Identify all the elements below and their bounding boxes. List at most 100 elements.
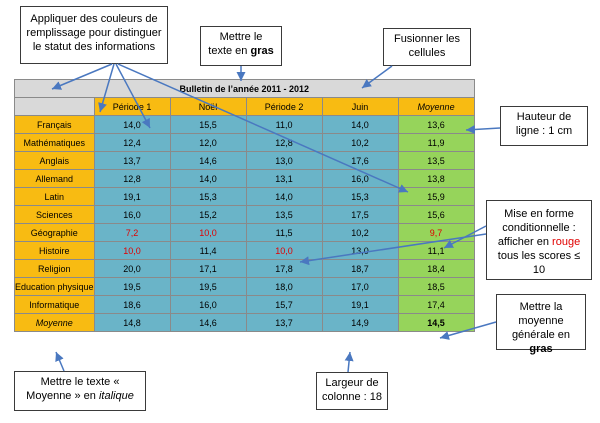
score-cell[interactable]: 13,7 (245, 313, 323, 332)
callout-moyenne-generale-bold: gras (529, 343, 553, 355)
average-cell[interactable]: 17,4 (397, 295, 475, 314)
score-cell[interactable]: 11,5 (245, 223, 323, 242)
column-header[interactable]: Période 2 (245, 97, 323, 116)
score-cell[interactable]: 16,0 (93, 205, 171, 224)
score-cell[interactable]: 15,3 (169, 187, 247, 206)
subject-cell[interactable]: Anglais (14, 151, 95, 170)
score-cell[interactable]: 14,0 (93, 115, 171, 134)
column-header[interactable]: Noël (169, 97, 247, 116)
average-cell[interactable]: 14,5 (397, 313, 475, 332)
score-cell[interactable]: 13,0 (321, 241, 399, 260)
subject-cell[interactable]: Mathématiques (14, 133, 95, 152)
average-cell[interactable]: 9,7 (397, 223, 475, 242)
score-cell[interactable]: 17,0 (321, 277, 399, 296)
arrow-italique (55, 351, 65, 372)
average-cell[interactable]: 18,4 (397, 259, 475, 278)
score-cell[interactable]: 12,8 (93, 169, 171, 188)
score-cell[interactable]: 10,2 (321, 223, 399, 242)
score-cell[interactable]: 14,8 (93, 313, 171, 332)
average-cell[interactable]: 15,6 (397, 205, 475, 224)
subject-cell[interactable]: Education physique (14, 277, 95, 296)
score-cell[interactable]: 18,7 (321, 259, 399, 278)
score-cell[interactable]: 7,2 (93, 223, 171, 242)
score-cell[interactable]: 10,0 (245, 241, 323, 260)
callout-moyenne-generale-text: Mettre la moyenne générale en (511, 301, 571, 341)
score-cell[interactable]: 14,9 (321, 313, 399, 332)
score-cell[interactable]: 15,7 (245, 295, 323, 314)
score-cell[interactable]: 14,0 (321, 115, 399, 134)
subject-cell[interactable]: Français (14, 115, 95, 134)
average-cell[interactable]: 13,6 (397, 115, 475, 134)
average-cell[interactable]: 13,5 (397, 151, 475, 170)
score-cell[interactable]: 16,0 (321, 169, 399, 188)
subject-cell[interactable]: Latin (14, 187, 95, 206)
score-cell[interactable]: 13,5 (245, 205, 323, 224)
table-title[interactable]: Bulletin de l’année 2011 - 2012 (14, 79, 475, 98)
subject-cell[interactable]: Géographie (14, 223, 95, 242)
score-cell[interactable]: 11,0 (245, 115, 323, 134)
score-cell[interactable]: 14,6 (169, 313, 247, 332)
arrow-largeur (344, 351, 354, 373)
score-cell[interactable]: 18,0 (245, 277, 323, 296)
score-cell[interactable]: 17,8 (245, 259, 323, 278)
score-cell[interactable]: 20,0 (93, 259, 171, 278)
subject-cell[interactable]: Histoire (14, 241, 95, 260)
average-cell[interactable]: 11,1 (397, 241, 475, 260)
subject-cell[interactable]: Moyenne (14, 313, 95, 332)
score-cell[interactable]: 13,7 (93, 151, 171, 170)
score-cell[interactable]: 13,1 (245, 169, 323, 188)
score-cell[interactable]: 19,1 (321, 295, 399, 314)
score-cell[interactable]: 13,0 (245, 151, 323, 170)
average-cell[interactable]: 15,9 (397, 187, 475, 206)
score-cell[interactable]: 15,5 (169, 115, 247, 134)
score-cell[interactable]: 18,6 (93, 295, 171, 314)
callout-largeur-text: Largeur de colonne : 18 (322, 377, 382, 403)
callout-fusionner-text: Fusionner les cellules (393, 33, 461, 59)
score-cell[interactable]: 10,2 (321, 133, 399, 152)
column-header[interactable]: Juin (321, 97, 399, 116)
score-cell[interactable]: 11,4 (169, 241, 247, 260)
score-cell[interactable]: 17,5 (321, 205, 399, 224)
score-cell[interactable]: 12,8 (245, 133, 323, 152)
average-cell[interactable]: 18,5 (397, 277, 475, 296)
column-header[interactable]: Période 1 (93, 97, 171, 116)
callout-couleurs-text: Appliquer des couleurs de remplissage po… (26, 13, 162, 53)
callout-largeur: Largeur de colonne : 18 (316, 372, 388, 410)
subject-cell[interactable]: Sciences (14, 205, 95, 224)
callout-moyenne-generale: Mettre la moyenne générale en gras (496, 294, 586, 355)
callout-gras: Mettre le texte en gras (200, 26, 282, 66)
callout-gras-bold: gras (250, 45, 274, 57)
score-cell[interactable]: 10,0 (93, 241, 171, 260)
callout-gras-line2: texte en (208, 45, 248, 57)
score-cell[interactable]: 14,0 (169, 169, 247, 188)
score-cell[interactable]: 19,5 (169, 277, 247, 296)
subject-cell[interactable]: Informatique (14, 295, 95, 314)
callout-mise-en-forme-text1: Mise en forme conditionnelle : afficher … (497, 208, 576, 248)
score-cell[interactable]: 12,4 (93, 133, 171, 152)
score-cell[interactable]: 15,3 (321, 187, 399, 206)
score-cell[interactable]: 14,0 (245, 187, 323, 206)
score-cell[interactable]: 10,0 (169, 223, 247, 242)
score-cell[interactable]: 12,0 (169, 133, 247, 152)
callout-couleurs: Appliquer des couleurs de remplissage po… (20, 6, 168, 64)
column-header[interactable]: Moyenne (397, 97, 475, 116)
subject-cell[interactable]: Allemand (14, 169, 95, 188)
subject-cell[interactable]: Religion (14, 259, 95, 278)
score-cell[interactable]: 14,6 (169, 151, 247, 170)
score-cell[interactable]: 16,0 (169, 295, 247, 314)
corner-cell[interactable] (14, 97, 95, 116)
score-cell[interactable]: 15,2 (169, 205, 247, 224)
callout-hauteur: Hauteur de ligne : 1 cm (500, 106, 588, 146)
score-cell[interactable]: 17,1 (169, 259, 247, 278)
average-cell[interactable]: 13,8 (397, 169, 475, 188)
score-cell[interactable]: 19,5 (93, 277, 171, 296)
score-cell[interactable]: 17,6 (321, 151, 399, 170)
score-cell[interactable]: 19,1 (93, 187, 171, 206)
average-cell[interactable]: 11,9 (397, 133, 475, 152)
